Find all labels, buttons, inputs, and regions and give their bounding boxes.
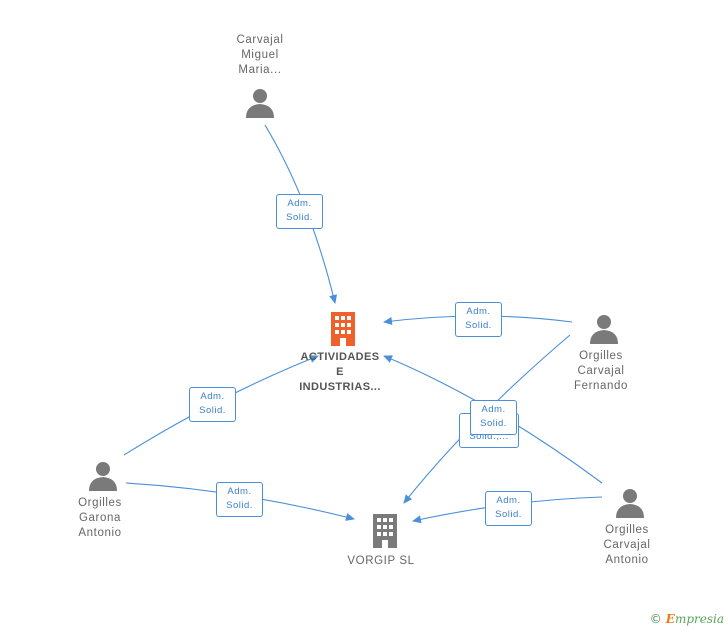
building-icon <box>373 514 397 548</box>
person-icon <box>616 489 644 518</box>
edge-label-adm-solid[interactable]: Adm. Solid. <box>455 302 502 337</box>
person-icon <box>246 89 274 118</box>
brand-name: mpresia <box>674 612 724 626</box>
node-label-carvajal-miguel[interactable]: Carvajal Miguel Maria... <box>236 34 284 76</box>
copyright-symbol: © <box>649 612 662 626</box>
person-icon <box>590 315 618 344</box>
node-label-orgilles-antonio[interactable]: Orgilles Carvajal Antonio <box>603 524 651 566</box>
brand-initial: E <box>665 612 675 626</box>
person-icon <box>89 462 117 491</box>
building-icon <box>331 312 355 346</box>
empresia-logo: ©Empresia <box>650 612 724 626</box>
edge-label-adm-solid[interactable]: Adm. Solid. <box>189 387 236 422</box>
edge-label-adm-solid[interactable]: Adm. Solid. <box>276 194 323 229</box>
node-label-orgilles-garona[interactable]: Orgilles Garona Antonio <box>78 497 122 539</box>
edge-label-adm-solid[interactable]: Adm. Solid. <box>216 482 263 517</box>
node-label-actividades[interactable]: ACTIVIDADES E INDUSTRIAS... <box>299 351 381 393</box>
node-label-vorgip[interactable]: VORGIP SL <box>347 555 415 567</box>
edge-label-adm-solid[interactable]: Adm. Solid. <box>470 400 517 435</box>
edge-label-adm-solid[interactable]: Adm. Solid. <box>485 491 532 526</box>
node-label-orgilles-fernando[interactable]: Orgilles Carvajal Fernando <box>573 350 629 392</box>
